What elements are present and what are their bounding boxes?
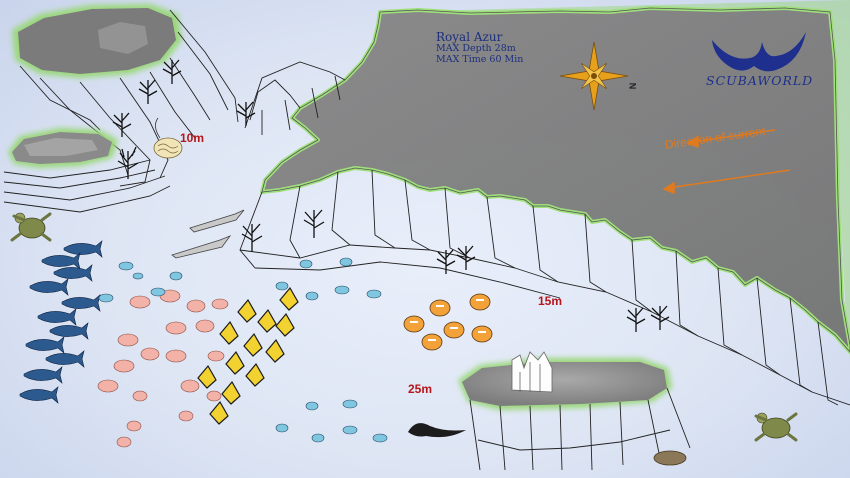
compass-rose-icon (559, 41, 629, 111)
depth-label-15m: 15m (538, 294, 563, 308)
pinnacle-plateau (458, 358, 691, 471)
max-depth: MAX Depth 28m (436, 43, 516, 54)
stonefish (653, 450, 687, 466)
turtle-left (10, 212, 52, 242)
brain-coral (153, 117, 183, 159)
coral-structure (511, 351, 553, 393)
butterflyfish-group (403, 293, 493, 351)
rock-left (8, 128, 118, 168)
max-time: MAX Time 60 Min (436, 54, 524, 65)
moray-eel (408, 423, 466, 438)
main-reef (260, 0, 850, 360)
barracuda-school (171, 209, 245, 259)
sea-fans (112, 59, 670, 332)
scubaworld-logo-icon (712, 32, 806, 72)
depth-label-25m: 25m (408, 382, 433, 396)
small-reef-fish (98, 257, 388, 443)
snapper-school (97, 289, 229, 448)
depth-label-10m: 10m (180, 131, 205, 145)
bannerfish-school (197, 286, 299, 425)
island-top-left (12, 4, 182, 78)
north-label: N (627, 82, 638, 90)
site-name: Royal Azur (436, 30, 503, 44)
reef-slope-lines (239, 61, 850, 406)
brand-wordmark: SCUBAWORLD (706, 73, 814, 88)
site-info: Royal Azur MAX Depth 28m MAX Time 60 Min (436, 30, 523, 65)
turtle-right (754, 412, 798, 442)
current-arrows (662, 129, 791, 195)
tuna-school (19, 240, 103, 404)
